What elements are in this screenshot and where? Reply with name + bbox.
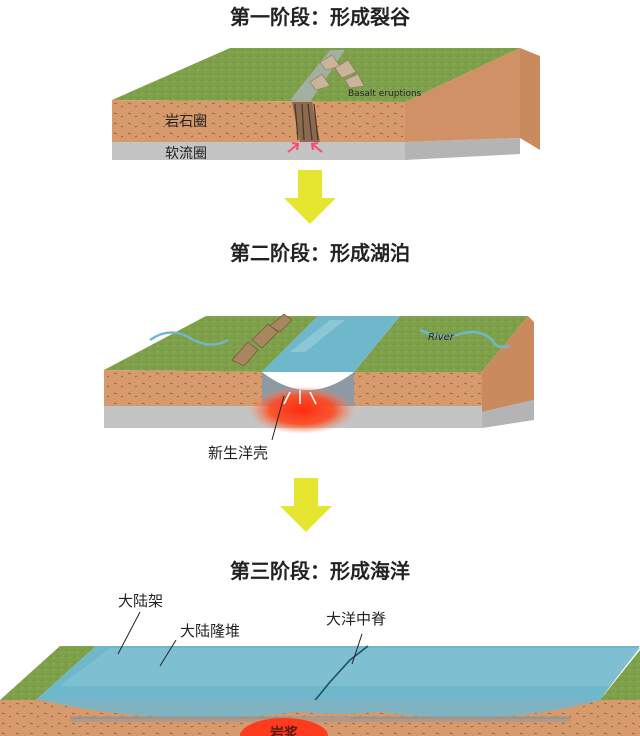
down-arrow-2 [280,478,332,532]
down-arrow-1 [284,170,336,224]
label-magma: 岩浆 [269,725,299,736]
upwelling-arrows [287,142,323,153]
label-mid-ocean-ridge: 大洋中脊 [326,610,386,628]
upwelling-arrows-2 [283,390,317,405]
river-right [419,328,511,349]
stage-3-block: 岩浆 大陆架 大陆隆堆 大洋中脊 [0,592,640,736]
stage-1-block: Basalt eruptions 岩石圈 软流圈 [112,48,540,162]
stage-3-title: 第三阶段：形成海洋 [230,559,410,583]
stage-2-title: 第二阶段：形成湖泊 [230,241,410,265]
magma-blob-stage-3 [240,718,328,736]
magma-blob-stage-2 [248,386,356,434]
label-river: River [428,332,455,343]
label-asthenosphere: 软流圈 [165,146,207,162]
label-new-oceanic-crust: 新生洋壳 [208,444,268,462]
stage-1-title: 第一阶段：形成裂谷 [230,5,411,29]
label-basalt-eruptions: Basalt eruptions [348,89,422,99]
label-continental-shelf: 大陆架 [118,592,163,610]
stage-2-block: River 新生洋壳 [104,313,534,462]
river-left [149,331,229,346]
label-lithosphere: 岩石圈 [165,114,207,130]
label-continental-rise: 大陆隆堆 [180,622,240,640]
